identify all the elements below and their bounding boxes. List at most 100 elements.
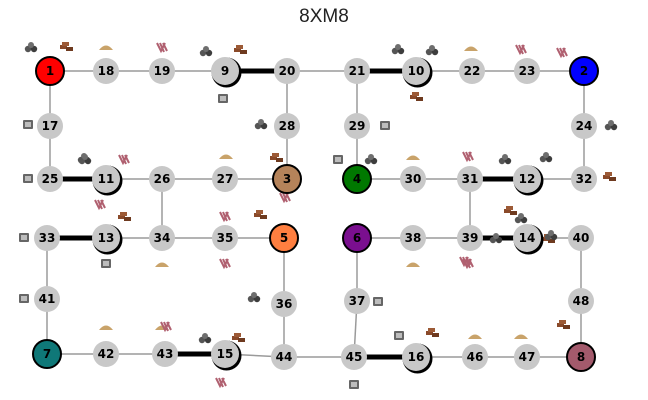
barrel-icon — [19, 233, 29, 242]
city-label: 38 — [405, 231, 422, 245]
city-19[interactable]: 19 — [149, 58, 175, 84]
city-28[interactable]: 28 — [274, 113, 300, 139]
barrel-icon — [394, 331, 404, 340]
hub-city-11[interactable]: 11 — [92, 165, 123, 196]
city-25[interactable]: 25 — [37, 166, 63, 192]
player-city-6[interactable]: 6 — [342, 223, 372, 253]
city-34[interactable]: 34 — [149, 225, 175, 251]
city-label: 26 — [154, 172, 171, 186]
city-label: 6 — [353, 231, 361, 245]
city-46[interactable]: 46 — [462, 344, 488, 370]
ore-icon — [199, 46, 213, 57]
player-city-1[interactable]: 1 — [35, 56, 65, 86]
barrel-icon — [23, 174, 33, 183]
ore-icon — [514, 213, 528, 224]
city-31[interactable]: 31 — [457, 166, 483, 192]
city-22[interactable]: 22 — [459, 58, 485, 84]
city-42[interactable]: 42 — [93, 341, 119, 367]
city-label: 39 — [462, 231, 479, 245]
wool-icon — [515, 44, 527, 56]
city-label: 28 — [279, 119, 296, 133]
grain-icon — [468, 334, 482, 339]
brick-icon — [410, 92, 423, 101]
brick-icon — [232, 333, 245, 342]
city-30[interactable]: 30 — [400, 166, 426, 192]
city-48[interactable]: 48 — [568, 288, 594, 314]
city-label: 43 — [157, 347, 174, 361]
wool-icon — [462, 151, 474, 163]
city-18[interactable]: 18 — [93, 58, 119, 84]
player-city-8[interactable]: 8 — [566, 342, 596, 372]
barrel-icon — [23, 120, 33, 129]
city-21[interactable]: 21 — [344, 58, 370, 84]
city-label: 27 — [217, 172, 234, 186]
city-label: 14 — [519, 231, 536, 245]
hub-city-15[interactable]: 15 — [211, 340, 242, 371]
city-label: 33 — [39, 231, 56, 245]
brick-icon — [60, 42, 73, 51]
city-27[interactable]: 27 — [212, 166, 238, 192]
city-35[interactable]: 35 — [212, 225, 238, 251]
hub-city-14[interactable]: 14 — [513, 224, 544, 255]
barrel-icon — [373, 297, 383, 306]
wool-icon — [459, 256, 471, 268]
city-24[interactable]: 24 — [571, 113, 597, 139]
city-37[interactable]: 37 — [344, 288, 370, 314]
city-label: 16 — [408, 350, 425, 364]
city-label: 21 — [349, 64, 366, 78]
player-city-3[interactable]: 3 — [272, 164, 302, 194]
city-label: 7 — [43, 347, 51, 361]
hub-city-12[interactable]: 12 — [513, 165, 544, 196]
city-39[interactable]: 39 — [457, 225, 483, 251]
hub-city-16[interactable]: 16 — [402, 343, 433, 374]
grain-icon — [155, 262, 169, 267]
brick-icon — [270, 153, 283, 162]
city-17[interactable]: 17 — [37, 113, 63, 139]
player-city-4[interactable]: 4 — [342, 164, 372, 194]
board-title: 8XM8 — [299, 6, 349, 27]
player-city-7[interactable]: 7 — [32, 339, 62, 369]
wool-icon — [556, 47, 568, 59]
city-47[interactable]: 47 — [514, 344, 540, 370]
wool-icon — [215, 377, 227, 389]
city-label: 20 — [279, 64, 296, 78]
city-29[interactable]: 29 — [344, 113, 370, 139]
hub-city-13[interactable]: 13 — [92, 224, 123, 255]
brick-icon — [118, 212, 131, 221]
brick-icon — [603, 172, 616, 181]
wool-icon — [219, 258, 231, 270]
city-40[interactable]: 40 — [568, 225, 594, 251]
player-city-2[interactable]: 2 — [569, 56, 599, 86]
hub-city-9[interactable]: 9 — [211, 57, 242, 88]
city-label: 24 — [576, 119, 593, 133]
city-45[interactable]: 45 — [341, 344, 367, 370]
grain-icon — [219, 154, 233, 159]
city-38[interactable]: 38 — [400, 225, 426, 251]
city-33[interactable]: 33 — [34, 225, 60, 251]
city-41[interactable]: 41 — [34, 286, 60, 312]
city-23[interactable]: 23 — [514, 58, 540, 84]
city-label: 40 — [573, 231, 590, 245]
city-label: 1 — [46, 64, 54, 78]
brick-icon — [426, 328, 439, 337]
city-36[interactable]: 36 — [271, 291, 297, 317]
city-26[interactable]: 26 — [149, 166, 175, 192]
grain-icon — [99, 45, 113, 50]
city-44[interactable]: 44 — [271, 344, 297, 370]
hub-city-10[interactable]: 10 — [402, 57, 433, 88]
ore-icon — [247, 292, 261, 303]
city-32[interactable]: 32 — [571, 166, 597, 192]
city-label: 9 — [221, 64, 229, 78]
barrel-icon — [380, 121, 390, 130]
city-label: 8 — [577, 350, 585, 364]
player-city-5[interactable]: 5 — [269, 223, 299, 253]
city-label: 31 — [462, 172, 479, 186]
city-label: 41 — [39, 292, 56, 306]
city-label: 42 — [98, 347, 115, 361]
city-label: 25 — [42, 172, 59, 186]
brick-icon — [234, 45, 247, 54]
city-43[interactable]: 43 — [152, 341, 178, 367]
city-20[interactable]: 20 — [274, 58, 300, 84]
wool-icon — [279, 192, 291, 204]
